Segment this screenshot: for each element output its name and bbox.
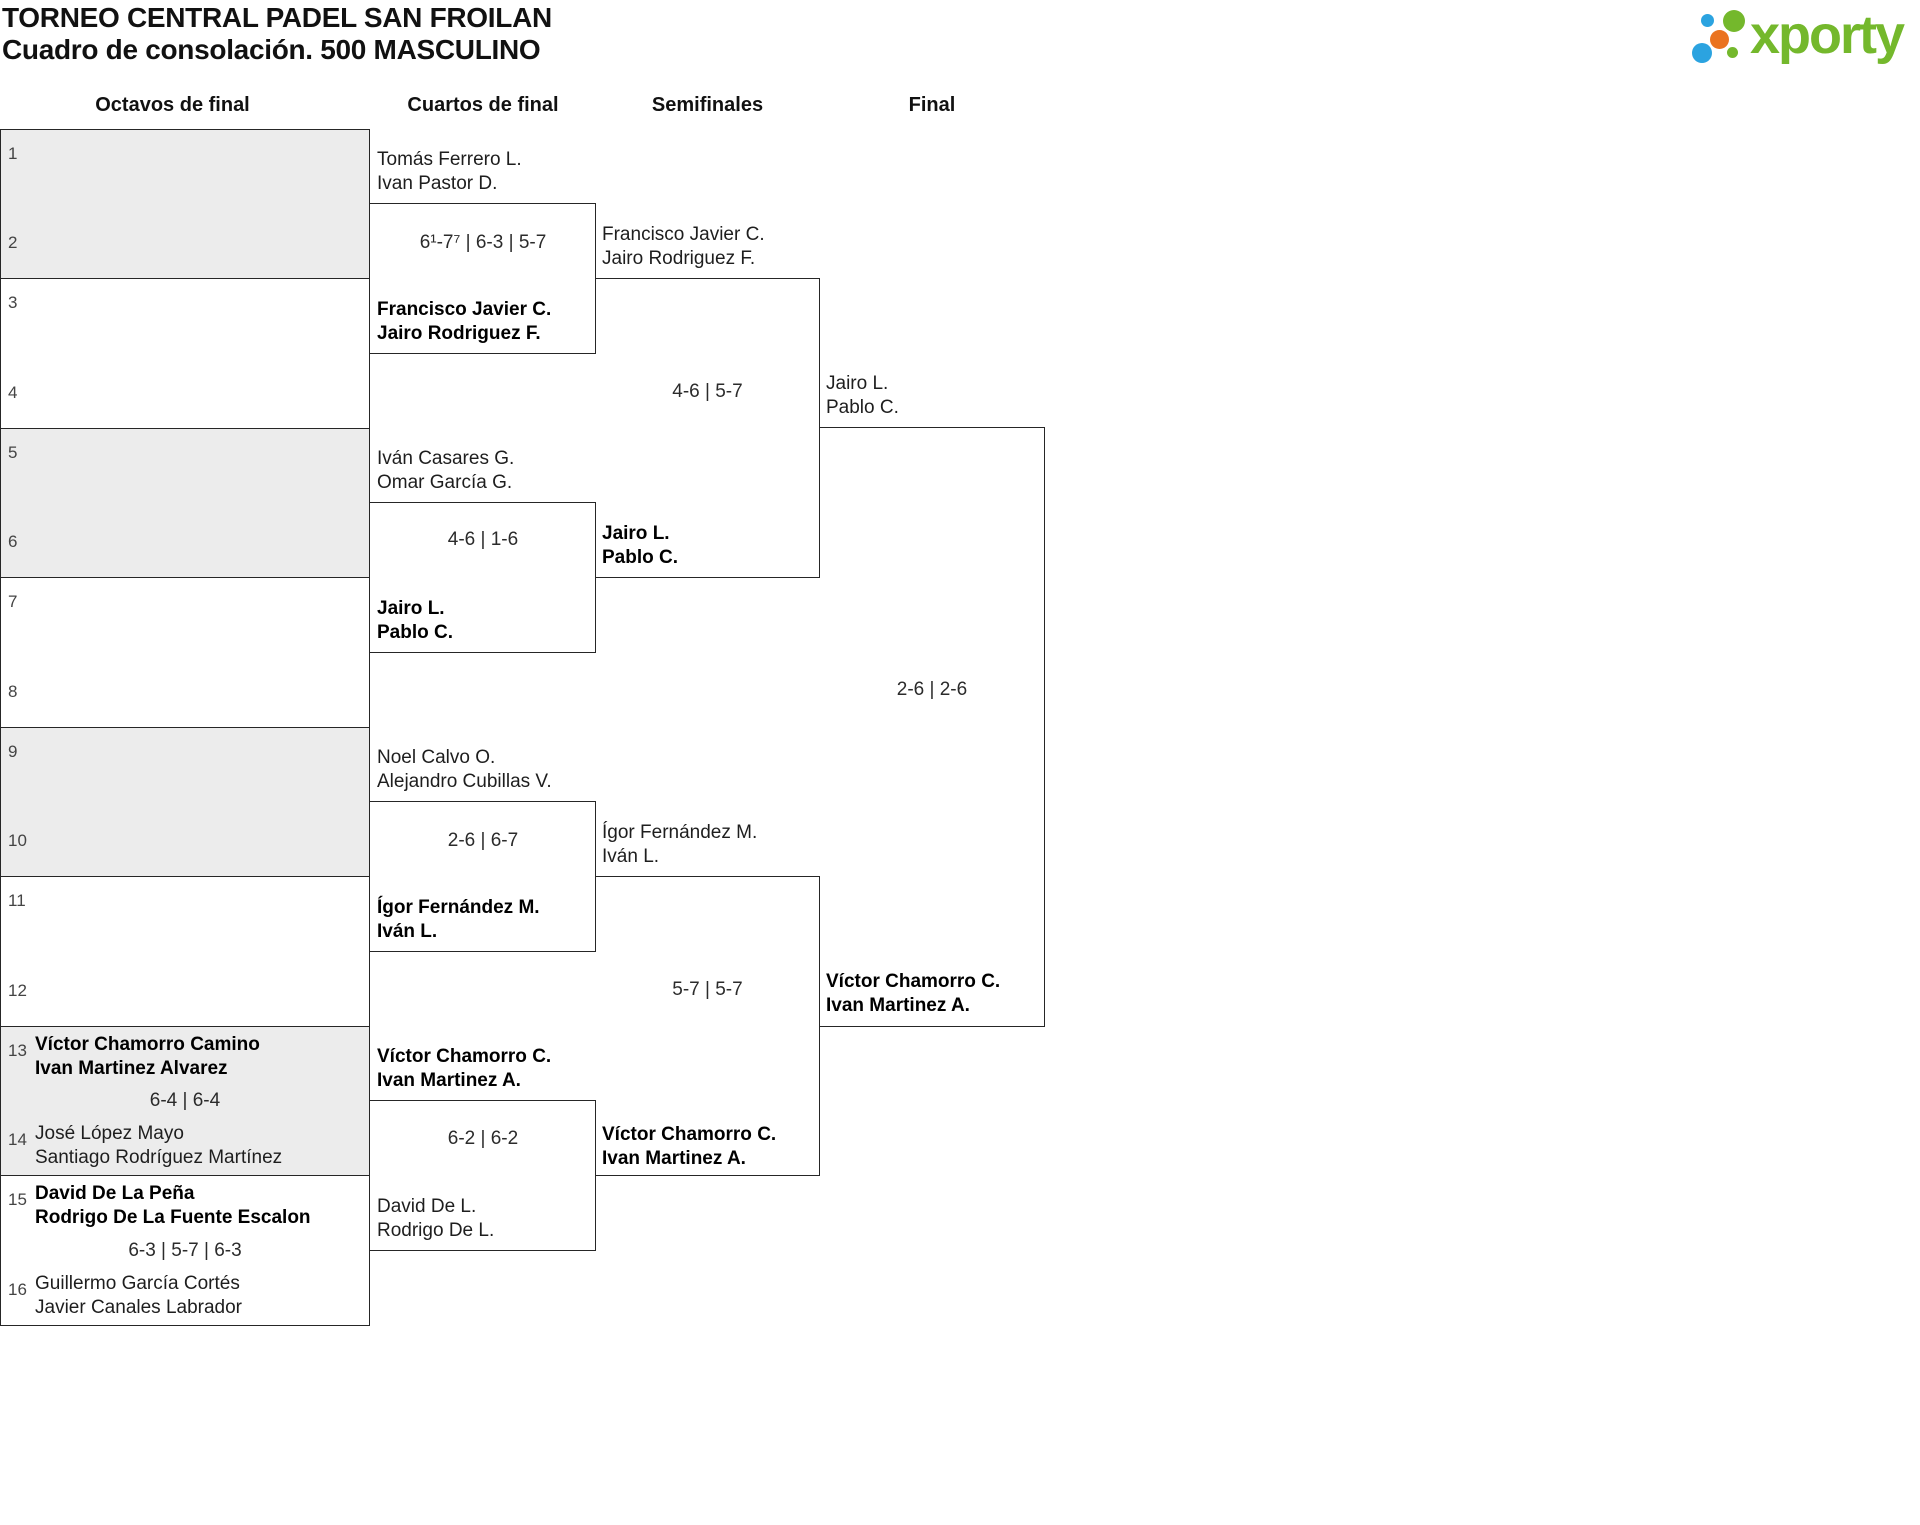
bracket-slot: 4 [8, 375, 365, 427]
seed-number: 5 [8, 443, 18, 462]
octavos-match-box-3: 5 6 [0, 428, 370, 578]
seed-number: 15 [8, 1190, 27, 1209]
bracket-slot: 1 [8, 136, 365, 188]
team-label: Francisco Javier C.Jairo Rodriguez F. [602, 224, 765, 269]
bracket-slot: 10 [8, 823, 365, 875]
bracket-slot: 3 [8, 285, 365, 337]
seed-number: 9 [8, 742, 18, 761]
bracket-slot: 8 [8, 674, 365, 726]
page-title: TORNEO CENTRAL PADEL SAN FROILAN Cuadro … [2, 2, 552, 66]
logo-dot-green-small-icon [1727, 47, 1738, 58]
seed-number: 2 [8, 233, 18, 252]
seed-number: 14 [8, 1130, 27, 1149]
match-score: 6-4 | 6-4 [149, 1090, 221, 1111]
octavos-match-box-4: 7 8 [0, 577, 370, 728]
match-score: 6-2 | 6-2 [447, 1128, 519, 1149]
bracket-slot: 5 [8, 435, 365, 487]
seed-number: 6 [8, 532, 18, 551]
bracket-slot: 7 [8, 584, 365, 636]
match-score: 6¹-7⁷ | 6-3 | 5-7 [419, 232, 547, 253]
seed-number: 3 [8, 293, 18, 312]
team-label: Víctor Chamorro C.Ivan Martinez A. [602, 1124, 777, 1169]
match-score: 6-3 | 5-7 | 6-3 [128, 1239, 242, 1261]
bracket-slot: 6 [8, 524, 365, 576]
seed-number: 8 [8, 682, 18, 701]
round-header-cuartos: Cuartos de final [407, 94, 559, 116]
logo-dot-orange-icon [1710, 30, 1729, 49]
xporty-logo: xporty [1690, 0, 1918, 72]
round-header-final: Final [908, 94, 956, 116]
match-score: 2-6 | 6-7 [447, 830, 519, 851]
team-label: David De L.Rodrigo De L. [377, 1196, 495, 1241]
team-label: Noel Calvo O.Alejandro Cubillas V. [377, 747, 552, 792]
bracket-slot: 12 [8, 973, 365, 1025]
octavos-match-box-6: 11 12 [0, 876, 370, 1027]
bracket-slot: 11 [8, 883, 365, 935]
round-header-semifinales: Semifinales [651, 94, 764, 116]
bracket-slot: 2 [8, 225, 365, 277]
seed-number: 16 [8, 1280, 27, 1299]
match-score: 4-6 | 1-6 [447, 529, 519, 550]
seed-number: 7 [8, 592, 18, 611]
final-match-box [819, 427, 1045, 1027]
seed-number: 1 [8, 144, 18, 163]
seed-number: 13 [8, 1041, 27, 1060]
match-score: 2-6 | 2-6 [896, 679, 968, 700]
logo-dot-blue-small-icon [1701, 14, 1714, 27]
team-label: Ígor Fernández M.Iván L. [377, 897, 540, 942]
team-label: Tomás Ferrero L.Ivan Pastor D. [377, 149, 522, 194]
team-label: Jairo L.Pablo C. [377, 598, 454, 643]
team-label: Jairo L.Pablo C. [826, 373, 899, 418]
round-header-octavos: Octavos de final [95, 94, 250, 116]
logo-dot-green-large-icon [1723, 10, 1745, 32]
seed-number: 10 [8, 831, 27, 850]
octavos-match-box-5: 9 10 [0, 727, 370, 877]
team-label: Víctor Chamorro C.Ivan Martinez A. [377, 1046, 552, 1091]
octavos-match-box-1: 1 2 [0, 129, 370, 279]
team-label: Ígor Fernández M.Iván L. [602, 822, 758, 867]
match-score: 4-6 | 5-7 [672, 381, 743, 402]
match-score: 5-7 | 5-7 [672, 979, 743, 1000]
team-label: Víctor Chamorro C.Ivan Martinez A. [826, 971, 1001, 1016]
logo-dot-blue-large-icon [1692, 43, 1712, 63]
seed-number: 12 [8, 981, 27, 1000]
seed-number: 4 [8, 383, 18, 402]
tournament-name: TORNEO CENTRAL PADEL SAN FROILAN [2, 2, 552, 33]
seed-number: 11 [8, 891, 26, 910]
team-label: Jairo L.Pablo C. [602, 523, 679, 568]
semifinal-match-box-1 [595, 278, 820, 578]
bracket-slot: 9 [8, 734, 365, 786]
team-label: Francisco Javier C.Jairo Rodriguez F. [377, 299, 552, 344]
team-label: Iván Casares G.Omar García G. [377, 448, 515, 493]
logo-wordmark: xporty [1750, 5, 1905, 65]
bracket-subtitle: Cuadro de consolación. 500 MASCULINO [2, 34, 541, 65]
octavos-match-box-2: 3 4 [0, 278, 370, 429]
